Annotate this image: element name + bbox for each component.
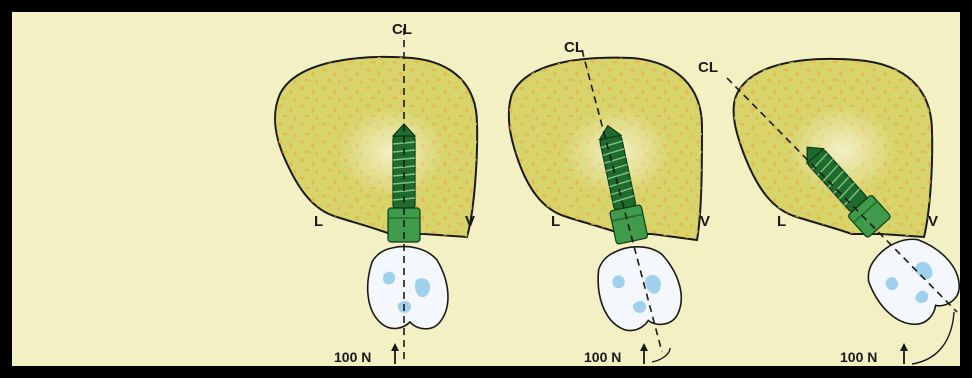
cl-label: CL [698,59,718,76]
vestibular-label: V [928,213,938,230]
cl-label: CL [564,39,584,56]
figure-frame: CL L V 100 N [8,8,964,370]
force-label: 100 N [840,349,877,365]
force-label: 100 N [584,349,621,365]
up-arrow-icon [391,343,399,364]
implant-angulation-diagram: CL L V 100 N [12,12,960,366]
tooth-crown [856,223,960,337]
lingual-label: L [314,213,323,230]
up-arrow-icon [900,343,908,364]
cl-label: CL [392,21,412,38]
bone-section [734,59,933,237]
panel-2: CL L V 100 N [509,39,710,365]
panel-3: CL L V 100 N [698,59,960,365]
bone-section [275,57,477,237]
force-label: 100 N [334,349,371,365]
lingual-label: L [777,213,786,230]
vestibular-label: V [700,213,710,230]
panel-1: CL L V 100 N [275,21,477,365]
figure-canvas: CL L V 100 N [12,12,960,366]
moment-arc [652,348,670,362]
up-arrow-icon [640,343,648,364]
tooth-crown [368,247,448,329]
tooth-crown [591,239,687,336]
lingual-label: L [551,213,560,230]
vestibular-label: V [465,213,475,230]
